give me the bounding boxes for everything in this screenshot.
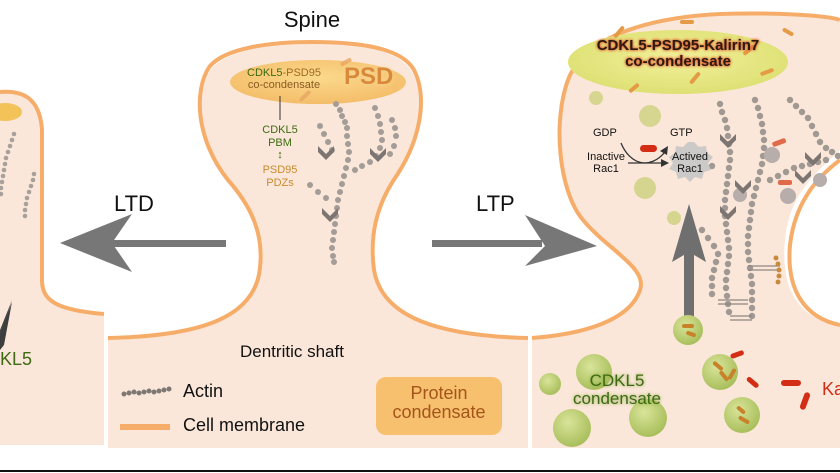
cdkl5-condensate-droplets — [539, 315, 760, 447]
ltd-psd — [0, 103, 22, 121]
bottom-rule — [0, 470, 840, 472]
ltp-label: LTP — [476, 191, 515, 216]
kalirin-cocondensate-label: CDKL5-PSD95-Kalirin7 co-condensate — [596, 37, 760, 70]
gtp-arrowhead — [660, 146, 668, 155]
dendritic-shaft-label: Dentritic shaft — [240, 342, 344, 361]
psd95-text: -PSD95 — [282, 67, 321, 79]
small-condensate-droplets — [589, 91, 681, 225]
kalirin-gef — [640, 145, 657, 152]
binding-arrow: ↕ — [277, 149, 283, 161]
ltd-panel — [0, 89, 105, 445]
rac-activation-arrowhead — [661, 159, 669, 167]
spine-title: Spine — [283, 7, 341, 32]
ltd-shaft-background — [0, 330, 104, 445]
legend-membrane-swatch — [120, 424, 170, 430]
active-rac1-star — [669, 142, 713, 182]
gdp-label: GDP — [593, 127, 617, 139]
psd-label: PSD — [344, 63, 394, 90]
ltp-actin-kalirin — [772, 138, 792, 185]
center-spine-membrane — [107, 39, 529, 340]
kalirin7-molecules — [730, 350, 811, 410]
active-rac1-label: Actived Rac1 — [671, 151, 709, 175]
synapse-crosslinks — [718, 265, 780, 321]
legend-protein-condensate-label: Protein condensate — [392, 383, 486, 422]
ltd-up-arrow-fragment — [0, 302, 12, 350]
cdkl5-pbm-label: CDKL5 PBM — [262, 124, 298, 149]
ltd-spine-body — [0, 89, 104, 341]
cdkl5-text: CDKL5 — [247, 67, 283, 79]
ltp-upward-arrow — [672, 204, 706, 340]
kalirin-cocondensate — [568, 30, 788, 94]
psd-rods — [299, 58, 352, 102]
ltp-arrow — [432, 215, 597, 266]
ltp-spine-membrane-left — [531, 11, 840, 340]
kalirin-rods — [613, 20, 794, 93]
center-actin — [307, 101, 399, 265]
ltp-actin — [696, 96, 840, 320]
cdkl5-condensate-label: CDKL5 condensate — [573, 371, 661, 408]
ltd-label: LTD — [114, 191, 154, 216]
cdkl5-psd95-cocondensate-label: CDKL5-PSD95 co-condensate — [238, 67, 330, 91]
legend-condensate-swatch — [376, 377, 502, 435]
ltp-arp-complexes — [720, 134, 821, 220]
center-arp-complexes — [318, 146, 386, 222]
ltd-cdkl5-partial-label: KL5 — [0, 349, 33, 369]
gtp-label: GTP — [670, 127, 693, 139]
legend-actin-swatch — [121, 386, 172, 397]
cdkl5-condensate-cargo — [682, 324, 750, 424]
ltp-actin-nodes — [733, 147, 827, 204]
membrane-receptor-cluster — [773, 255, 782, 285]
psd95-pdzs-label: PSD95 PDZs — [262, 164, 298, 189]
cocondensate-text: co-condensate — [247, 78, 321, 91]
ltp-panel — [531, 11, 840, 448]
ltd-spine-membrane — [0, 89, 105, 316]
legend-membrane-label: Cell membrane — [183, 415, 306, 435]
psd-condensate — [230, 60, 406, 104]
ltd-arrow — [60, 214, 226, 272]
inactive-rac1-label: Inactive Rac1 — [587, 151, 625, 175]
ltd-actin — [0, 131, 37, 219]
legend-actin-label: Actin — [183, 381, 224, 401]
kalirin7-partial-label: Ka — [822, 379, 840, 399]
gdp-gtp-curve — [620, 142, 666, 164]
